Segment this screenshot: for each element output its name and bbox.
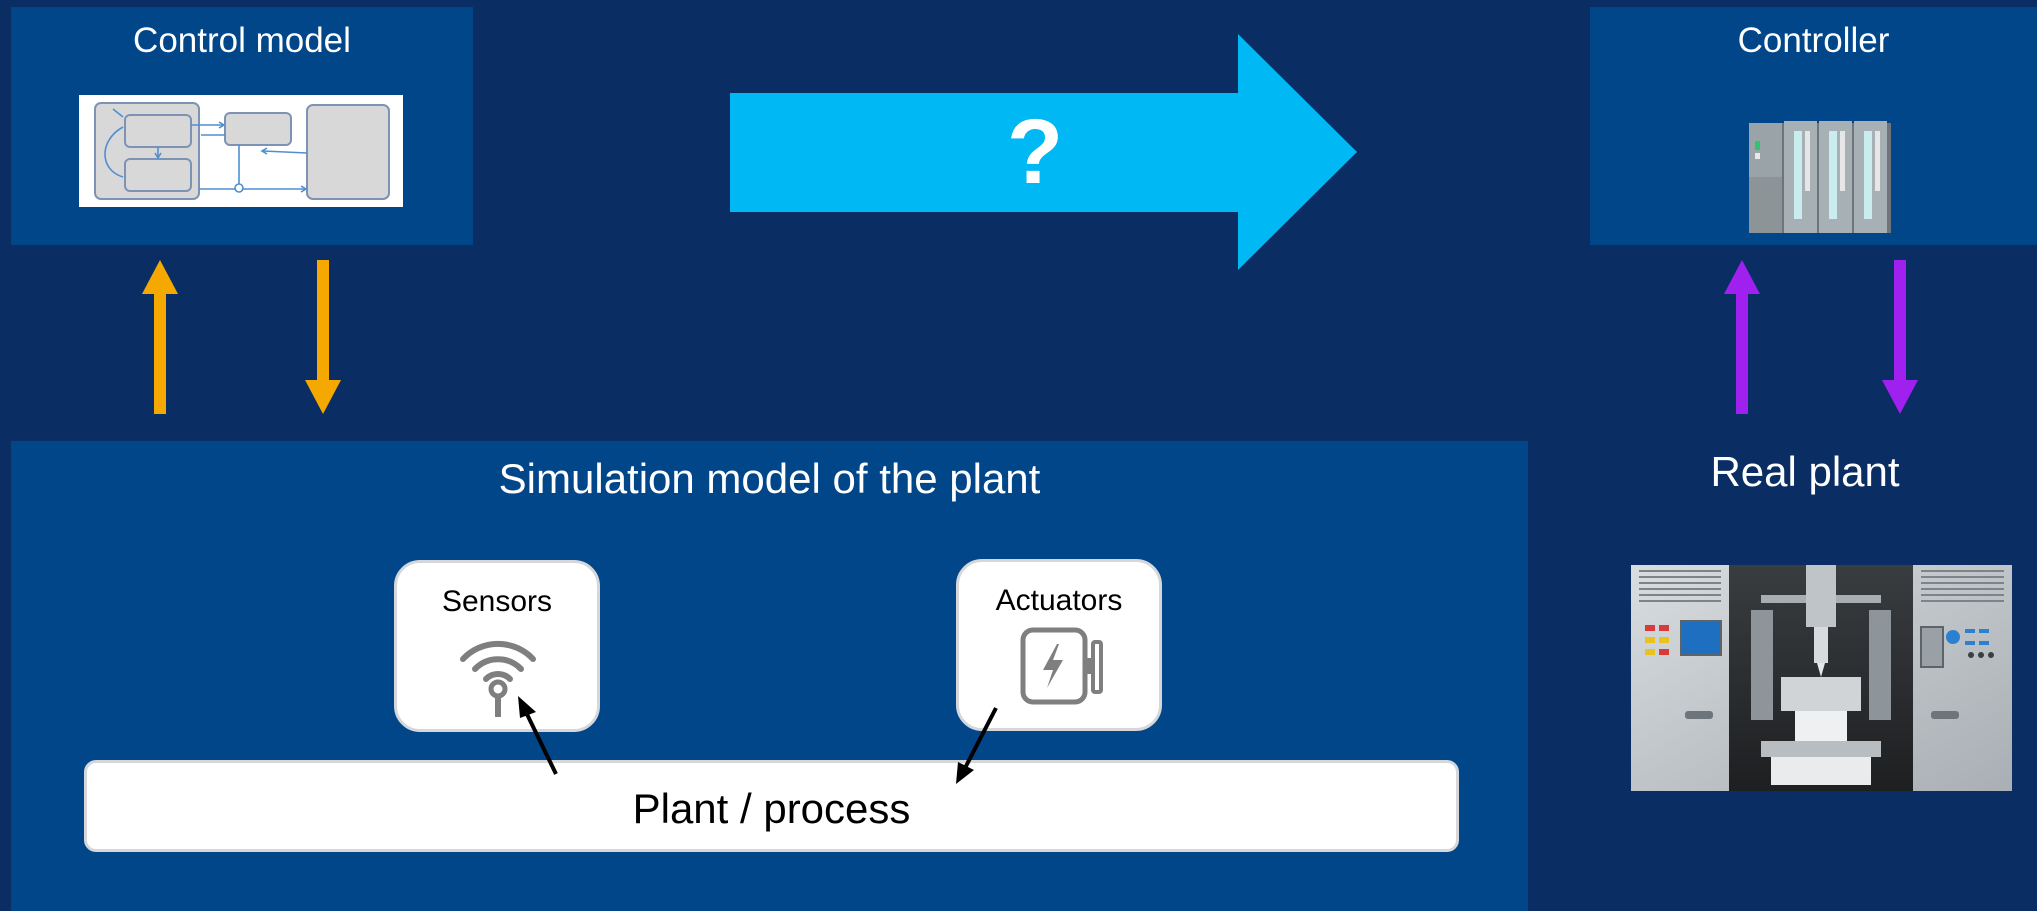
wireless-sensor-icon bbox=[455, 625, 541, 717]
plant-process-label: Plant / process bbox=[632, 785, 911, 832]
plant-process-bar: Plant / process bbox=[84, 760, 1459, 852]
control-model-title: Control model bbox=[133, 21, 351, 60]
transfer-arrow: ? bbox=[730, 32, 1358, 272]
purple-arrow-up bbox=[1724, 260, 1760, 414]
actuators-label: Actuators bbox=[995, 584, 1123, 617]
control-model-panel: Control model bbox=[11, 7, 473, 245]
machine-photo bbox=[1631, 565, 2012, 791]
actuators-box: Actuators bbox=[956, 559, 1162, 731]
purple-arrow-down bbox=[1882, 260, 1918, 414]
simulation-title: Simulation model of the plant bbox=[498, 455, 1041, 502]
controller-title: Controller bbox=[1737, 21, 1890, 60]
transfer-question-label: ? bbox=[1006, 101, 1064, 203]
electric-actuator-icon bbox=[1019, 626, 1109, 708]
sensors-label: Sensors bbox=[441, 585, 553, 618]
sensor-feedback-arrow bbox=[514, 696, 560, 776]
controller-panel: Controller bbox=[1590, 7, 2037, 245]
statechart-diagram-icon bbox=[79, 95, 403, 207]
orange-arrow-up bbox=[142, 260, 178, 414]
real-plant-title: Real plant bbox=[1710, 448, 1900, 495]
plc-controller-icon bbox=[1747, 117, 1895, 235]
orange-arrow-down bbox=[305, 260, 341, 414]
actuator-command-arrow bbox=[954, 706, 1000, 784]
sensors-box: Sensors bbox=[394, 560, 600, 732]
